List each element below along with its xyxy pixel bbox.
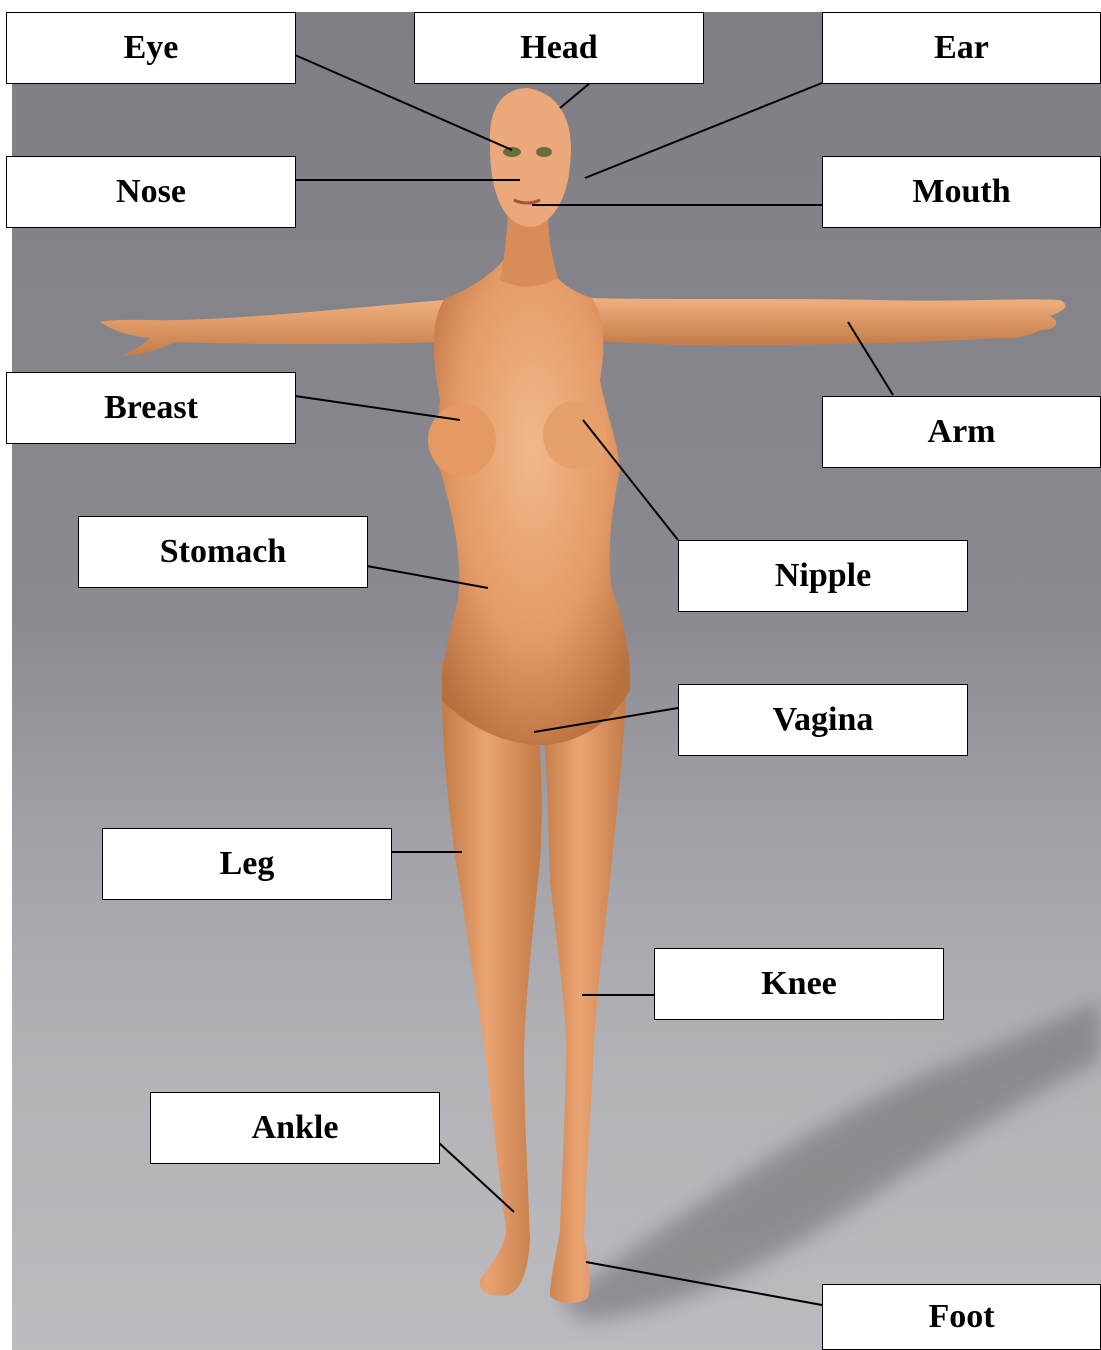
label-knee: Knee	[654, 948, 944, 1020]
label-head: Head	[414, 12, 704, 84]
label-stomach: Stomach	[78, 516, 368, 588]
right-arm-shape	[100, 300, 445, 356]
label-nose: Nose	[6, 156, 296, 228]
left-arm-shape	[590, 298, 1065, 345]
breast-shape-right	[428, 404, 496, 476]
torso-shape	[434, 250, 630, 745]
right-leg-shape	[442, 660, 542, 1296]
label-vagina: Vagina	[678, 684, 968, 756]
label-foot: Foot	[822, 1284, 1101, 1350]
left-leg-shape	[540, 670, 628, 1303]
figure-shadow	[560, 1000, 1101, 1320]
eye-shape	[503, 147, 521, 157]
label-nipple: Nipple	[678, 540, 968, 612]
label-ear: Ear	[822, 12, 1101, 84]
eye-shape-2	[536, 147, 552, 157]
label-leg: Leg	[102, 828, 392, 900]
head-shape	[490, 88, 571, 227]
label-ankle: Ankle	[150, 1092, 440, 1164]
breast-shape-left	[543, 401, 607, 469]
label-mouth: Mouth	[822, 156, 1101, 228]
label-eye: Eye	[6, 12, 296, 84]
label-breast: Breast	[6, 372, 296, 444]
label-arm: Arm	[822, 396, 1101, 468]
